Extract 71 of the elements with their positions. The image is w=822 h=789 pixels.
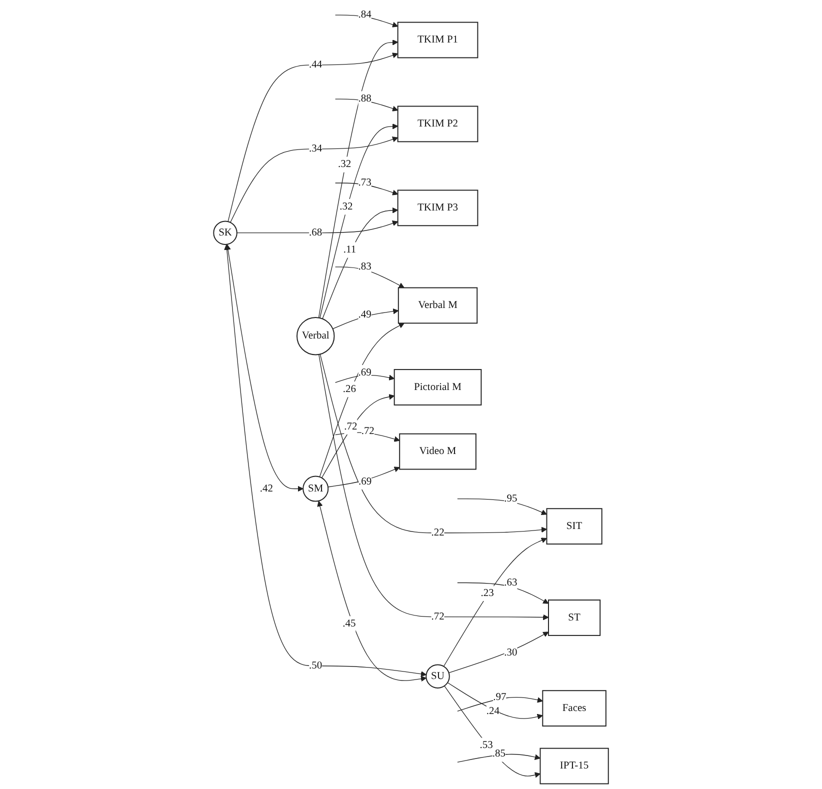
arrow [320, 354, 547, 534]
edge-label: .69 [358, 366, 372, 378]
node-circle: SU [426, 664, 450, 688]
arrow [334, 14, 398, 28]
arrow [322, 207, 398, 320]
node-box: Faces [542, 690, 606, 727]
node-circle: Verbal [296, 317, 335, 356]
node-circle: SK [213, 220, 238, 245]
node-box: IPT-15 [540, 748, 609, 784]
edge-label: .72 [361, 426, 374, 437]
arrow [224, 244, 427, 677]
edge-label: .73 [358, 177, 372, 188]
edge-label: .32 [338, 158, 352, 170]
edge-label: .49 [358, 309, 372, 320]
edge-label: .11 [343, 244, 356, 256]
arrow [230, 136, 398, 223]
arrow [447, 682, 543, 720]
arrow [443, 538, 547, 667]
arrow [334, 432, 400, 442]
edge-label: .50 [309, 660, 322, 672]
arrow [228, 52, 398, 222]
edge-label: .83 [358, 261, 372, 272]
arrow [334, 98, 398, 112]
arrow [321, 394, 395, 478]
node-circle: SM [302, 476, 329, 502]
edge-label: .45 [342, 618, 356, 630]
edge-label: .42 [260, 482, 273, 494]
edge-label: .84 [358, 9, 372, 20]
edge-label: .30 [504, 646, 518, 658]
edge-label: .24 [486, 706, 500, 717]
edge-label: .63 [504, 576, 518, 588]
arrow [457, 696, 543, 712]
edge-label: .23 [480, 587, 494, 599]
arrow [319, 322, 404, 478]
node-box: TKIM P1 [397, 22, 478, 58]
node-box: TKIM P3 [397, 190, 478, 226]
edge-label: .95 [504, 492, 518, 504]
edge-label: .22 [431, 526, 444, 538]
edge-label: .53 [480, 740, 493, 751]
arrow [457, 582, 549, 604]
arrow [318, 354, 549, 620]
arrow [320, 124, 398, 318]
arrow [334, 266, 404, 288]
arrow [448, 632, 549, 674]
edge-label: .26 [342, 383, 356, 395]
edge-label: .32 [340, 200, 353, 212]
arrow [332, 308, 399, 330]
arrow [318, 40, 398, 318]
node-box: Pictorial M [394, 369, 482, 406]
edge-label: .72 [431, 610, 444, 622]
edge-label: .44 [309, 59, 322, 70]
node-box: SIT [546, 508, 602, 545]
edge-label: .69 [358, 476, 372, 487]
arrow [317, 500, 427, 682]
node-box: ST [548, 600, 601, 636]
arrow [457, 498, 547, 515]
arrow [225, 244, 304, 492]
edge-label: .85 [492, 748, 506, 760]
arrow [328, 466, 400, 488]
node-box: Verbal M [398, 287, 478, 324]
node-box: TKIM P2 [397, 106, 478, 142]
edge-label: .72 [344, 420, 358, 432]
edge-label: .97 [493, 692, 506, 703]
arrow [236, 220, 398, 234]
arrow [334, 182, 398, 196]
arrow [444, 686, 540, 778]
edge-label: .68 [309, 226, 322, 238]
node-box: Video M [399, 433, 476, 470]
edge-label: .34 [309, 142, 322, 154]
arrow [457, 754, 540, 762]
edge-label: .88 [358, 93, 372, 104]
